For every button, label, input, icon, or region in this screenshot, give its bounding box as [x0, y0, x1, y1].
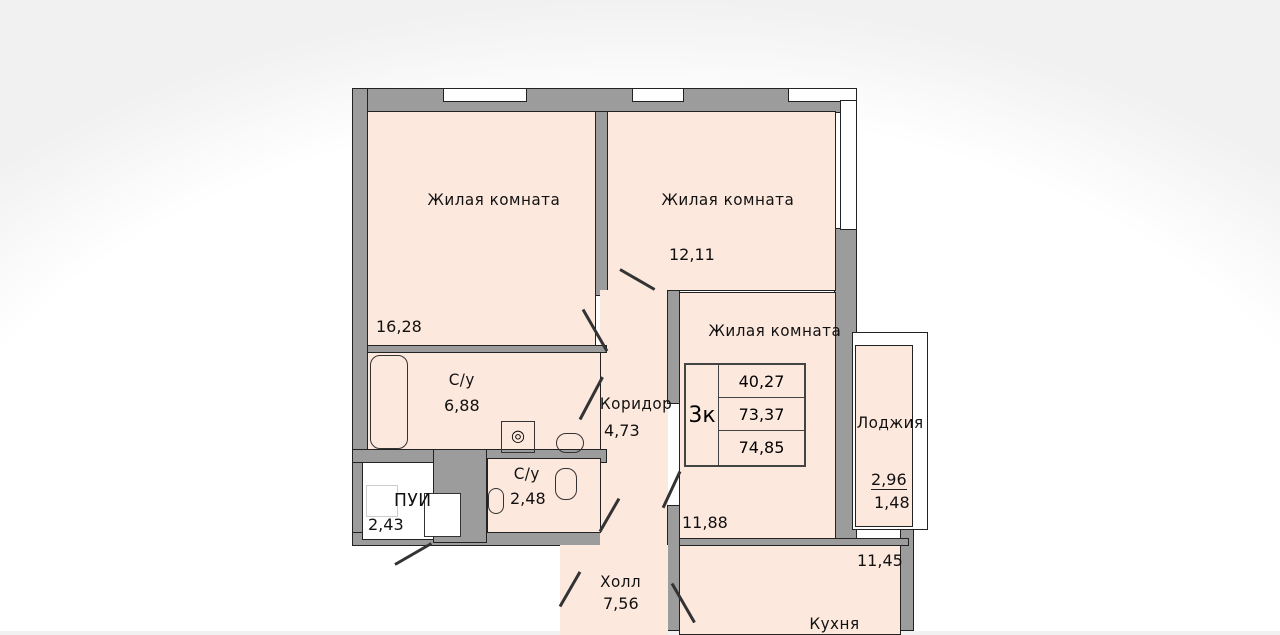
boiler-icon — [366, 485, 398, 517]
room-area: 11,45 — [857, 551, 903, 570]
sink-icon — [488, 488, 504, 514]
room-label: Коридор — [599, 394, 673, 413]
total-area-with-loggia: 74,85 — [738, 437, 785, 457]
living-area: 40,27 — [719, 365, 804, 398]
room-area: 2,96 — [871, 470, 907, 490]
area-summary-table: 3к 40,27 73,37 74,85 — [684, 363, 806, 467]
apartment-type: 3к — [686, 365, 719, 465]
room-area: 4,73 — [604, 421, 640, 440]
loggia — [855, 345, 913, 527]
room-label: Холл — [600, 572, 642, 591]
room-label: Кухня — [809, 614, 860, 633]
window — [443, 88, 527, 102]
toilet-icon — [555, 468, 577, 500]
room-label: С/у — [513, 464, 540, 483]
bathtub-icon — [370, 355, 408, 449]
room-label: Жилая комната — [661, 190, 795, 209]
room-area: 6,88 — [444, 396, 480, 415]
kitchen — [679, 545, 901, 635]
window — [788, 88, 857, 102]
room-label: Лоджия — [856, 413, 924, 432]
room-living-2 — [607, 111, 836, 291]
room-area: 2,43 — [368, 515, 404, 534]
room-label: Жилая комната — [427, 190, 561, 209]
wc — [487, 458, 601, 533]
room-area: 11,88 — [682, 513, 728, 532]
shower-icon — [424, 493, 461, 537]
room-area: 7,56 — [603, 594, 639, 613]
room-area: 2,48 — [510, 489, 546, 508]
washing-machine-icon: ◎ — [501, 421, 535, 453]
sink-icon — [556, 433, 584, 453]
room-living-1 — [367, 111, 596, 346]
room-area: 12,11 — [669, 245, 715, 264]
room-label: С/у — [448, 370, 475, 389]
outer-wall-top — [352, 88, 857, 113]
room-label: Жилая комната — [708, 321, 842, 340]
window — [840, 100, 857, 230]
window — [632, 88, 684, 102]
total-area: 73,37 — [719, 398, 804, 431]
room-area: 16,28 — [376, 317, 422, 336]
room-area-reduced: 1,48 — [874, 493, 910, 512]
hall — [560, 545, 668, 635]
room-label: ПУИ — [393, 490, 432, 511]
